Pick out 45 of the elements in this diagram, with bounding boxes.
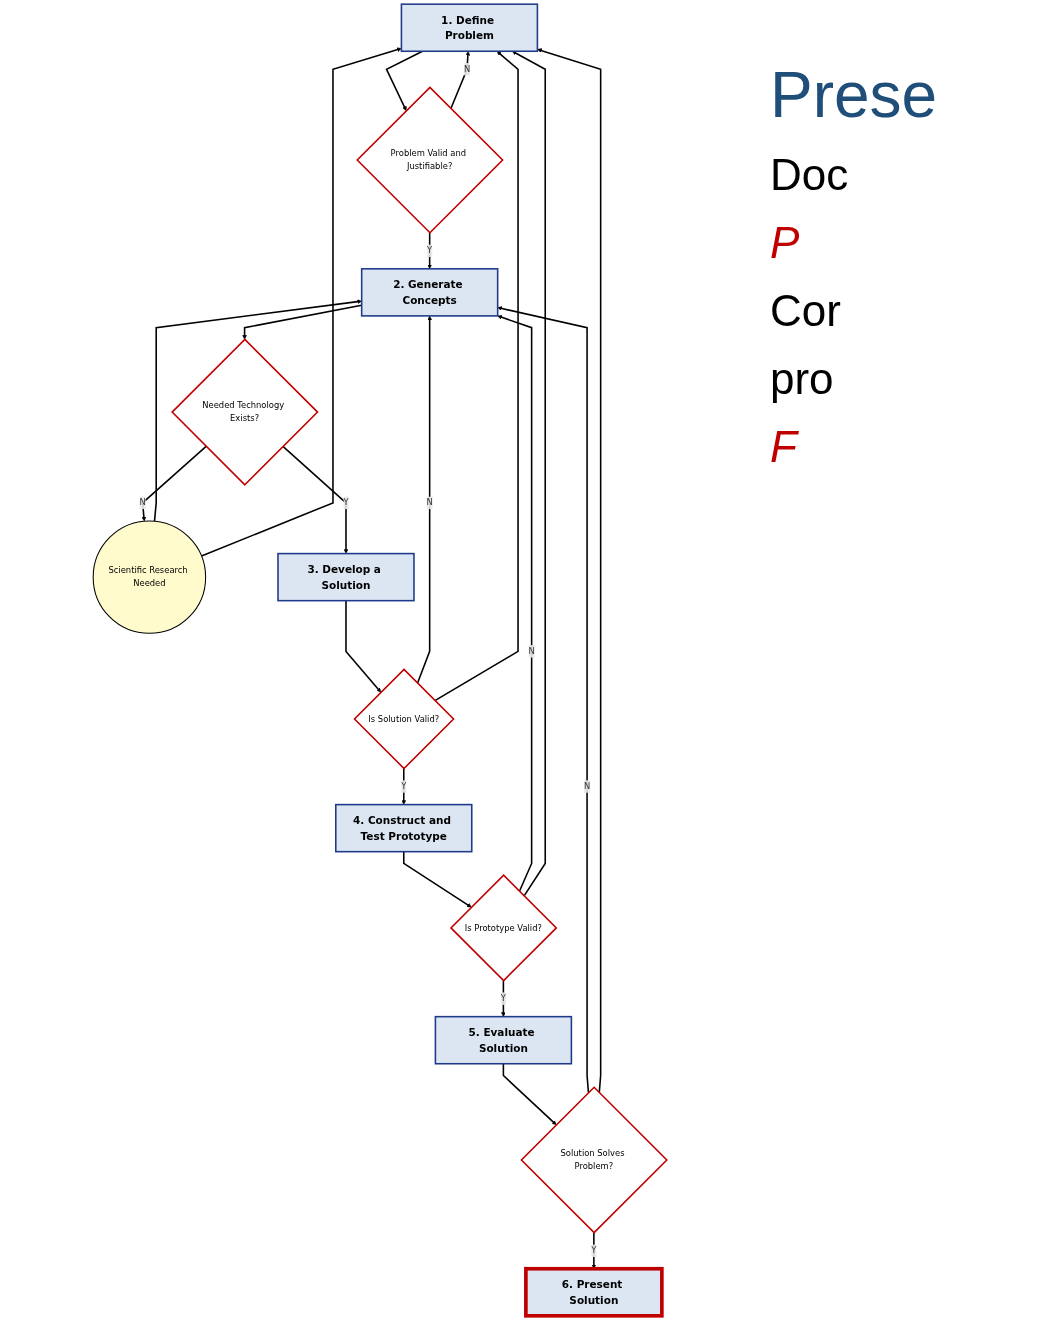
bullet-text: F	[770, 422, 800, 472]
arrow	[497, 306, 590, 1094]
arrow	[434, 51, 519, 702]
arrow	[450, 51, 471, 110]
arrow	[403, 850, 472, 908]
edge-label: Y	[500, 993, 506, 1004]
arrow	[153, 299, 362, 522]
arrow	[502, 1062, 557, 1126]
edge-label: Y	[591, 1245, 597, 1256]
edge-label: N	[583, 781, 591, 792]
node-diamond: Solution Solves Problem?	[520, 1086, 668, 1234]
node-diamond: Problem Valid and Justifiable?	[356, 86, 504, 234]
edge-label: Y	[401, 781, 407, 792]
bullet-text: P	[770, 218, 801, 268]
node-box: 4. Construct and Test Prototype	[335, 803, 473, 853]
bullet-text: Cor	[770, 286, 842, 336]
edge-label: N	[426, 497, 433, 508]
edge-label: Y	[343, 497, 349, 508]
edge-label: N	[139, 497, 146, 508]
arrow	[512, 51, 546, 897]
edge-label: N	[528, 646, 535, 657]
slide-title: Prese	[770, 58, 939, 132]
arrow	[141, 445, 207, 522]
node-diamond: Is Prototype Valid?	[449, 874, 558, 982]
arrow	[385, 50, 424, 111]
bullet-text: Doc	[770, 150, 850, 200]
arrow	[401, 767, 407, 805]
edge-label: Y	[427, 245, 433, 256]
arrow	[416, 315, 432, 684]
node-box: 2. Generate Concepts	[360, 268, 499, 317]
edge-label: N	[463, 64, 471, 74]
node-box: 6. Present Solution	[524, 1266, 664, 1318]
node-diamond: Needed Technology Exists?	[171, 338, 319, 486]
bullet-text: pro	[770, 354, 835, 404]
node-box: 3. Develop a Solution	[277, 552, 415, 602]
node-circle: Scientific Research Needed	[92, 520, 207, 634]
node-box: 5. Evaluate Solution	[434, 1015, 573, 1065]
arrow	[537, 48, 602, 1094]
arrow	[497, 315, 533, 893]
arrow	[200, 47, 402, 557]
arrow	[591, 1231, 597, 1269]
arrow	[282, 445, 349, 554]
node-box: 1. Define Problem	[400, 3, 539, 53]
node-diamond: Is Solution Valid?	[353, 668, 455, 770]
arrow	[345, 599, 382, 693]
